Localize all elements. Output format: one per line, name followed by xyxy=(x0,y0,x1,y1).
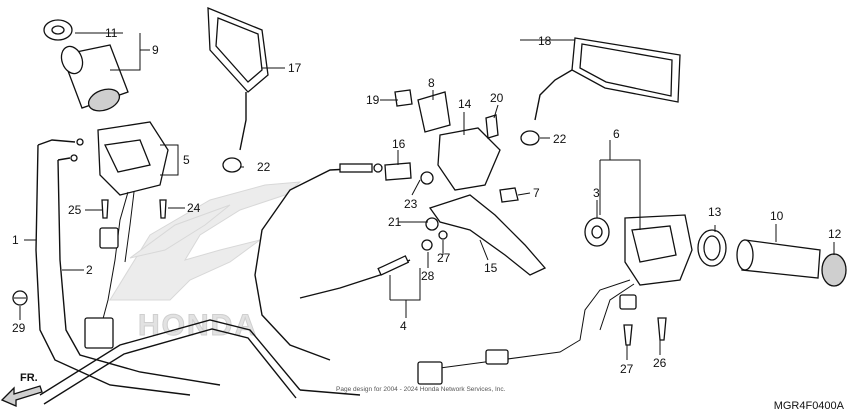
callout-14: 14 xyxy=(458,97,472,111)
copyright-text: Page design for 2004 - 2024 Honda Networ… xyxy=(336,386,506,393)
left-mirror xyxy=(207,7,269,173)
front-arrow xyxy=(0,385,43,407)
screws-left xyxy=(12,199,167,306)
callout-21: 21 xyxy=(388,215,402,229)
callout-8: 8 xyxy=(428,76,435,90)
handlebar xyxy=(39,319,361,405)
clutch-cable xyxy=(254,163,411,361)
honda-wing-watermark: HONDA xyxy=(109,181,302,343)
callout-22-left: 22 xyxy=(257,160,271,174)
callout-24: 24 xyxy=(187,201,201,215)
callout-26: 25 xyxy=(68,203,82,217)
callout-13: 13 xyxy=(708,205,722,219)
callout-16: 16 xyxy=(392,137,406,151)
callout-3: 3 xyxy=(593,186,600,200)
callout-29: 28 xyxy=(421,269,435,283)
clutch-lever xyxy=(421,187,547,276)
callout-2: 2 xyxy=(86,263,93,277)
callout-25: 26 xyxy=(653,356,667,370)
callout-4: 4 xyxy=(400,319,407,333)
front-direction-label: FR. xyxy=(20,372,38,384)
left-grip xyxy=(43,19,129,112)
callout-30: 29 xyxy=(12,321,26,335)
callout-11: 11 xyxy=(105,26,118,40)
callout-17: 17 xyxy=(288,61,302,75)
callout-numbers: 11 9 17 18 8 19 14 20 22 6 5 22 16 7 3 2… xyxy=(12,26,842,376)
callout-6: 6 xyxy=(613,127,620,141)
callout-23: 23 xyxy=(404,197,418,211)
callout-19: 19 xyxy=(366,93,380,107)
callout-18: 18 xyxy=(538,34,552,48)
left-switch-housing xyxy=(84,121,169,349)
throttle-cables xyxy=(35,138,221,396)
callout-5: 5 xyxy=(183,153,190,167)
callout-22-right: 22 xyxy=(553,132,567,146)
callout-15: 15 xyxy=(484,261,498,275)
diagram-code: MGR4F0400A xyxy=(773,400,844,412)
right-switch-housing xyxy=(417,214,693,385)
watermark-text: HONDA xyxy=(138,309,258,342)
screws-right xyxy=(623,317,667,346)
callout-20: 20 xyxy=(490,91,504,105)
callout-27: 27 xyxy=(620,362,634,376)
callout-9: 9 xyxy=(152,43,159,57)
callout-28: 27 xyxy=(437,251,451,265)
callout-7: 7 xyxy=(533,186,540,200)
clutch-lever-holder xyxy=(384,89,501,191)
leader-lines xyxy=(19,32,835,360)
callout-12: 12 xyxy=(828,227,842,241)
right-mirror xyxy=(520,37,681,146)
callout-10: 10 xyxy=(770,209,784,223)
callout-1: 1 xyxy=(12,233,19,247)
right-grip xyxy=(697,229,847,287)
